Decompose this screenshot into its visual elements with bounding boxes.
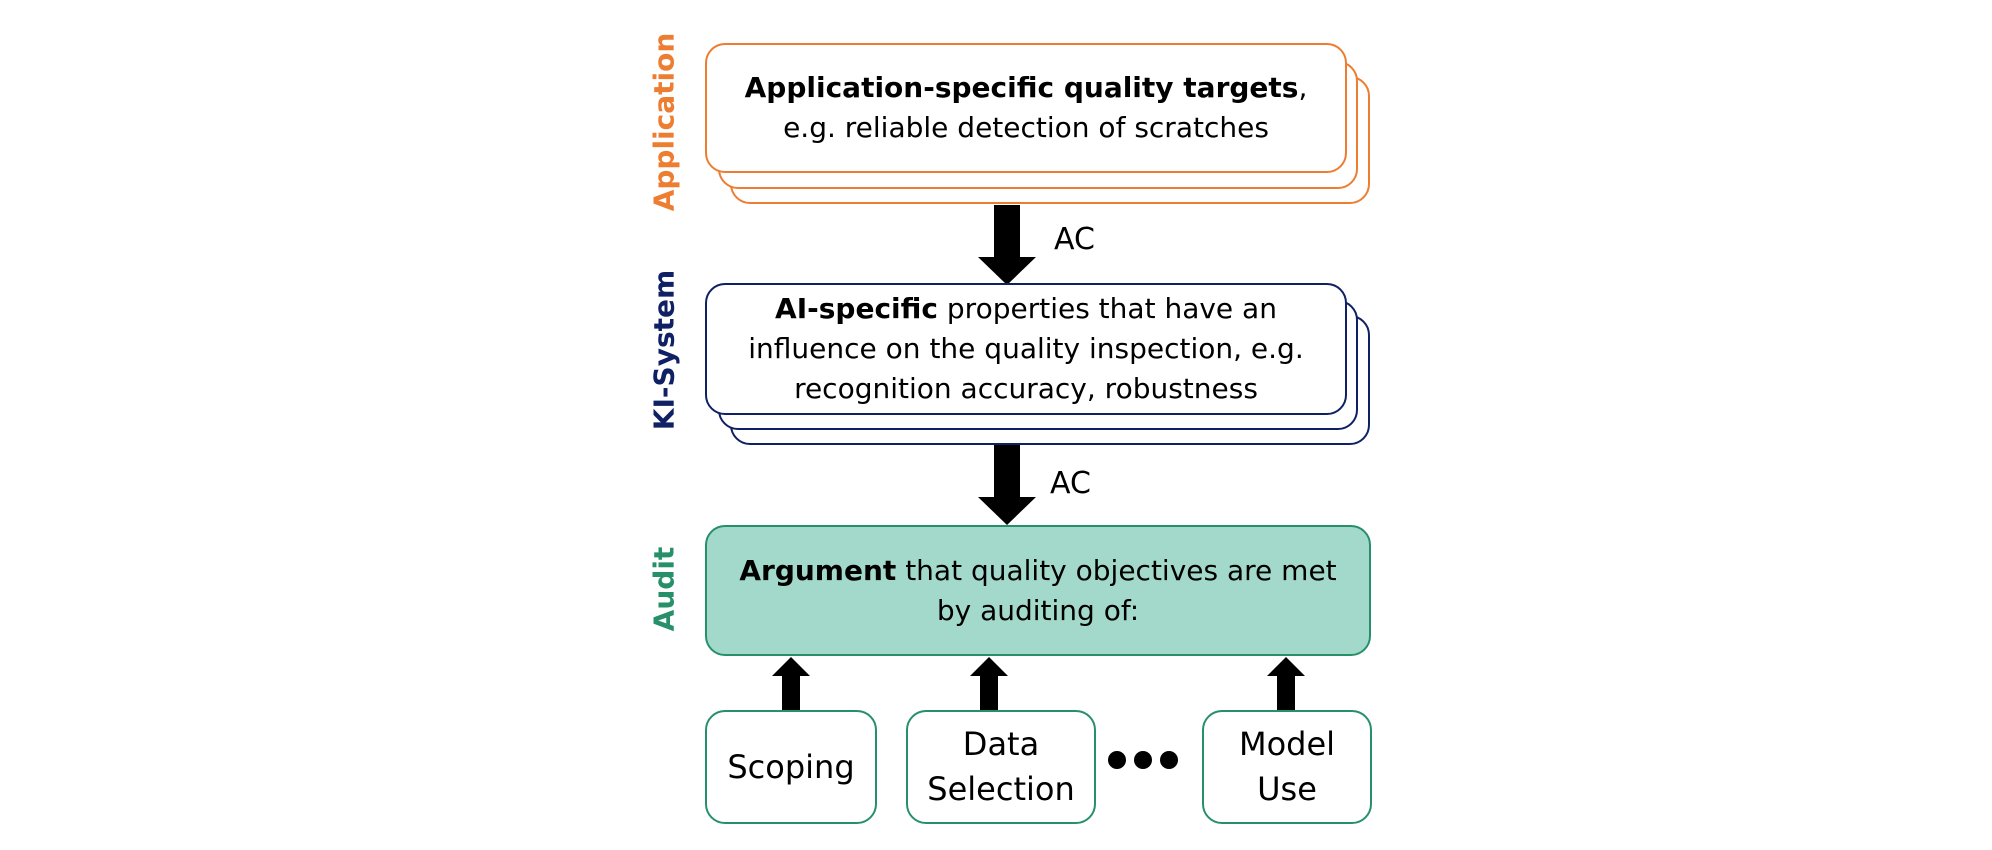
up-arrow-icon — [1267, 657, 1305, 711]
audit-level-label: Audit — [647, 546, 681, 632]
step-data-selection-label: Data Selection — [927, 725, 1075, 808]
up-arrow-icon — [970, 657, 1008, 711]
down-arrow-icon — [978, 445, 1036, 525]
step-scoping-box: Scoping — [705, 710, 877, 824]
step-scoping-label: Scoping — [727, 747, 855, 786]
step-model-use-box: Model Use — [1202, 710, 1372, 824]
down-arrow-icon — [978, 205, 1036, 285]
audit-text: that quality objectives are met by audit… — [896, 553, 1337, 627]
application-bold-text: Application-specific quality targets — [744, 71, 1299, 104]
application-text: , e.g. reliable detection of scratches — [783, 71, 1308, 144]
audit-argument-box: Argument that quality objectives are met… — [705, 525, 1371, 656]
audit-bold-text: Argument — [739, 553, 897, 587]
application-level-label: Application — [647, 32, 681, 212]
step-model-use-label: Model Use — [1238, 725, 1336, 808]
application-quality-targets-box: Application-specific quality targets, e.… — [705, 43, 1347, 173]
step-data-selection-box: Data Selection — [906, 710, 1096, 824]
ki-system-bold-text: AI-specific — [775, 292, 938, 325]
ac-upper-label: AC — [1054, 222, 1095, 257]
up-arrow-icon — [772, 657, 810, 711]
ac-lower-label: AC — [1050, 466, 1091, 501]
ki-system-level-label: KI-System — [647, 269, 681, 431]
ki-system-text: properties that have an influence on the… — [748, 292, 1304, 405]
ellipsis-icon — [1108, 751, 1178, 769]
ai-specific-properties-box: AI-specific properties that have an infl… — [705, 283, 1347, 415]
